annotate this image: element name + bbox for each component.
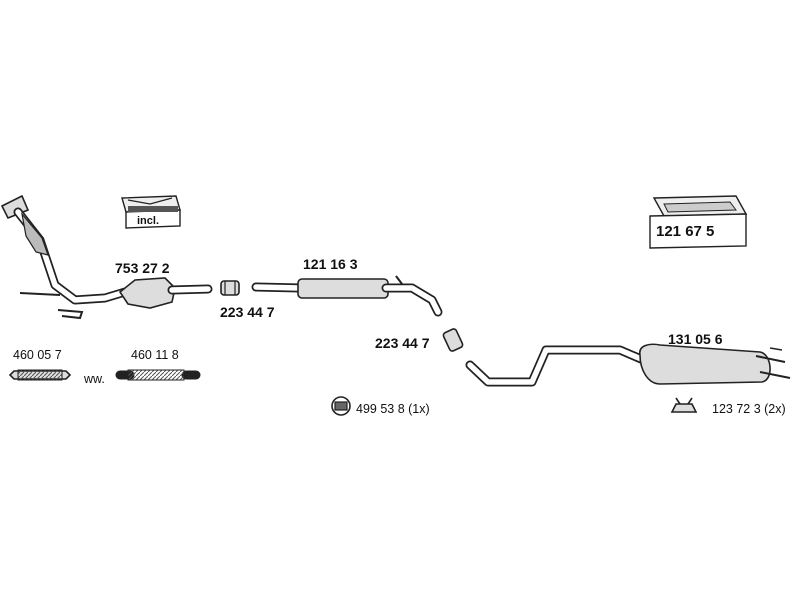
mounting-kit-box-icon[interactable] [649,195,748,249]
rear-silencer[interactable] [465,343,791,387]
part-label-460057: 460 05 7 [13,348,62,362]
front-pipe-with-catalyst[interactable] [0,194,213,320]
flex-section [21,211,49,256]
hanger-rear-icon[interactable] [670,397,698,413]
part-label-131056: 131 05 6 [668,331,723,347]
part-label-753272: 753 27 2 [115,260,170,276]
clamp-2-icon[interactable] [442,328,464,352]
part-label-460118: 460 11 8 [131,348,179,362]
catalyst-body [118,277,176,309]
flex-pipe-2-icon[interactable] [115,369,201,381]
kit-box-icon [121,195,181,229]
hanger-center-icon[interactable] [331,396,351,416]
part-label-121675: 121 67 5 [656,223,715,240]
bracket-icon [19,292,84,320]
alternative-marker: ww. [84,372,105,386]
part-label-499538: 499 53 8 (1x) [356,402,430,416]
part-label-123723: 123 72 3 (2x) [712,402,786,416]
part-label-121163: 121 16 3 [303,256,358,272]
part-label-223447-b: 223 44 7 [375,335,430,351]
part-label-223447-a: 223 44 7 [220,304,275,320]
clamp-1-icon[interactable] [220,280,240,296]
middle-silencer[interactable] [251,275,443,317]
kit-incl-badge: incl. [137,215,160,227]
flex-pipe-1-icon[interactable] [8,369,72,381]
